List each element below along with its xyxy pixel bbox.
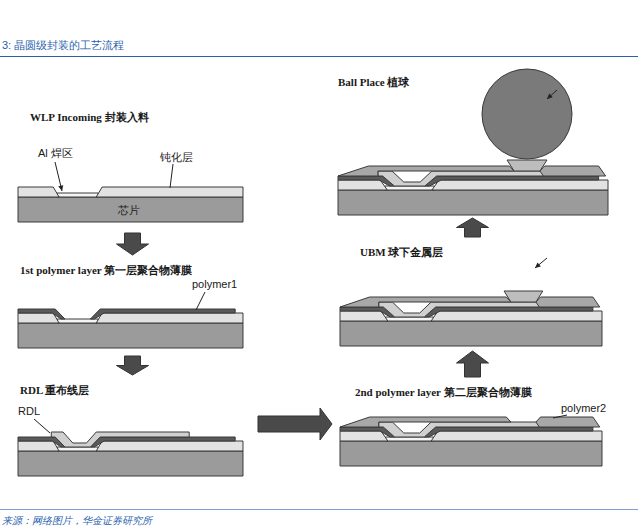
stage-heading: UBM 球下金属层	[360, 245, 443, 260]
part-label: RDL	[18, 405, 40, 417]
part-label: 芯片	[118, 203, 140, 218]
source-caption: 来源：网络图片，华金证券研究所	[2, 514, 152, 528]
stage-heading: WLP Incoming 封装入料	[30, 110, 149, 125]
cross-section-illustration	[330, 70, 615, 215]
process-stage: UBM 球下金属层	[335, 240, 610, 348]
process-stage: 1st polymer layer 第一层聚合物薄膜polymer1	[10, 258, 255, 353]
part-label: polymer1	[192, 278, 237, 290]
process-stage: WLP Incoming 封装入料 Al 焊区 钝化层芯片	[10, 100, 255, 230]
part-label: Al 焊区	[38, 146, 73, 161]
caption-rule	[0, 509, 638, 510]
flow-arrow	[117, 356, 149, 375]
process-stage: Ball Place 植球	[330, 70, 615, 215]
part-label: 钝化层	[160, 150, 193, 165]
stage-heading: RDL 重布线层	[20, 383, 89, 398]
flow-arrow	[117, 233, 149, 255]
stage-heading: 2nd polymer layer 第二层聚合物薄膜	[355, 385, 532, 400]
flow-arrow	[457, 218, 489, 237]
figure-title: 3: 晶圆级封装的工艺流程	[2, 38, 124, 53]
title-rule	[0, 56, 638, 57]
flow-arrow	[258, 408, 332, 440]
flow-arrow	[457, 351, 489, 377]
process-stage: 2nd polymer layer 第二层聚合物薄膜 polymer2	[335, 380, 610, 468]
part-label: polymer2	[561, 402, 606, 414]
stage-heading: Ball Place 植球	[338, 75, 410, 90]
process-stage: RDL 重布线层 RDL	[10, 378, 255, 478]
stage-heading: 1st polymer layer 第一层聚合物薄膜	[20, 263, 192, 278]
